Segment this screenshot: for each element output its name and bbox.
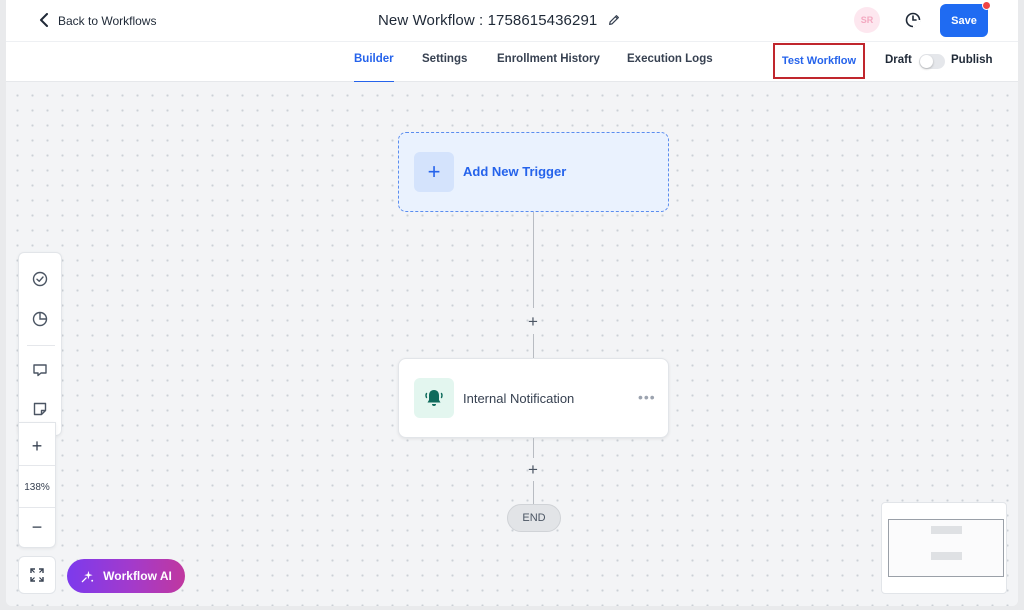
trigger-label: Add New Trigger [463, 164, 567, 179]
tab-execution-logs[interactable]: Execution Logs [627, 53, 713, 65]
save-button[interactable]: Save [940, 4, 988, 37]
minimap-node [931, 526, 962, 534]
pie-chart-icon[interactable] [30, 309, 50, 329]
sparkle-icon [81, 570, 94, 582]
draft-label: Draft [885, 54, 912, 66]
add-step-button[interactable]: + [528, 459, 538, 479]
app-window: Back to Workflows New Workflow : 1758615… [6, 0, 1018, 606]
end-node: END [507, 504, 561, 532]
page-title: New Workflow : 1758615436291 [378, 11, 598, 29]
bell-icon [414, 378, 454, 418]
minimap-node [931, 552, 962, 560]
publish-toggle[interactable] [919, 54, 945, 69]
add-trigger-card[interactable]: + Add New Trigger [398, 132, 669, 212]
zoom-controls: + 138% − [18, 422, 56, 548]
minimap-viewport[interactable] [888, 519, 1004, 577]
zoom-in-button[interactable]: + [31, 436, 43, 456]
workflow-canvas[interactable]: + Add New Trigger + Internal Notificatio… [6, 82, 1018, 606]
canvas-tool-panel [18, 252, 62, 436]
tab-bar: Builder Settings Enrollment History Exec… [6, 42, 1018, 83]
publish-label: Publish [951, 54, 993, 66]
action-label: Internal Notification [463, 391, 575, 406]
connector-line [533, 212, 534, 308]
chevron-left-icon [38, 12, 50, 30]
pencil-icon[interactable] [607, 13, 621, 27]
comment-icon[interactable] [30, 360, 50, 380]
history-icon[interactable] [904, 11, 922, 29]
action-node-internal-notification[interactable]: Internal Notification ••• [398, 358, 669, 438]
connector-line [533, 438, 534, 458]
test-workflow-button[interactable]: Test Workflow [773, 43, 865, 79]
add-step-button[interactable]: + [528, 311, 538, 331]
avatar[interactable]: SR [854, 7, 880, 33]
back-to-workflows-link[interactable]: Back to Workflows [38, 11, 156, 31]
back-label: Back to Workflows [58, 14, 157, 28]
connector-line [533, 334, 534, 358]
top-bar: Back to Workflows New Workflow : 1758615… [6, 0, 1018, 42]
zoom-divider [19, 465, 55, 466]
tab-settings[interactable]: Settings [422, 53, 468, 65]
workflow-ai-button[interactable]: Workflow AI [67, 559, 185, 593]
minimap[interactable] [881, 502, 1007, 594]
zoom-level: 138% [24, 482, 50, 493]
zoom-out-button[interactable]: − [31, 517, 43, 537]
zoom-divider [19, 507, 55, 508]
sticky-note-icon[interactable] [30, 399, 50, 419]
connector-line [533, 481, 534, 504]
tab-builder[interactable]: Builder [354, 53, 394, 83]
more-options-icon[interactable]: ••• [638, 389, 656, 405]
plus-icon: + [414, 152, 454, 192]
expand-icon [30, 568, 44, 582]
tab-enrollment-history[interactable]: Enrollment History [497, 53, 600, 65]
check-circle-icon[interactable] [30, 269, 50, 289]
workflow-ai-label: Workflow AI [103, 569, 172, 583]
unsaved-indicator-dot [982, 1, 991, 10]
workflow-title-group: New Workflow : 1758615436291 [378, 9, 621, 31]
fit-view-button[interactable] [18, 556, 56, 594]
tool-divider [27, 345, 55, 346]
